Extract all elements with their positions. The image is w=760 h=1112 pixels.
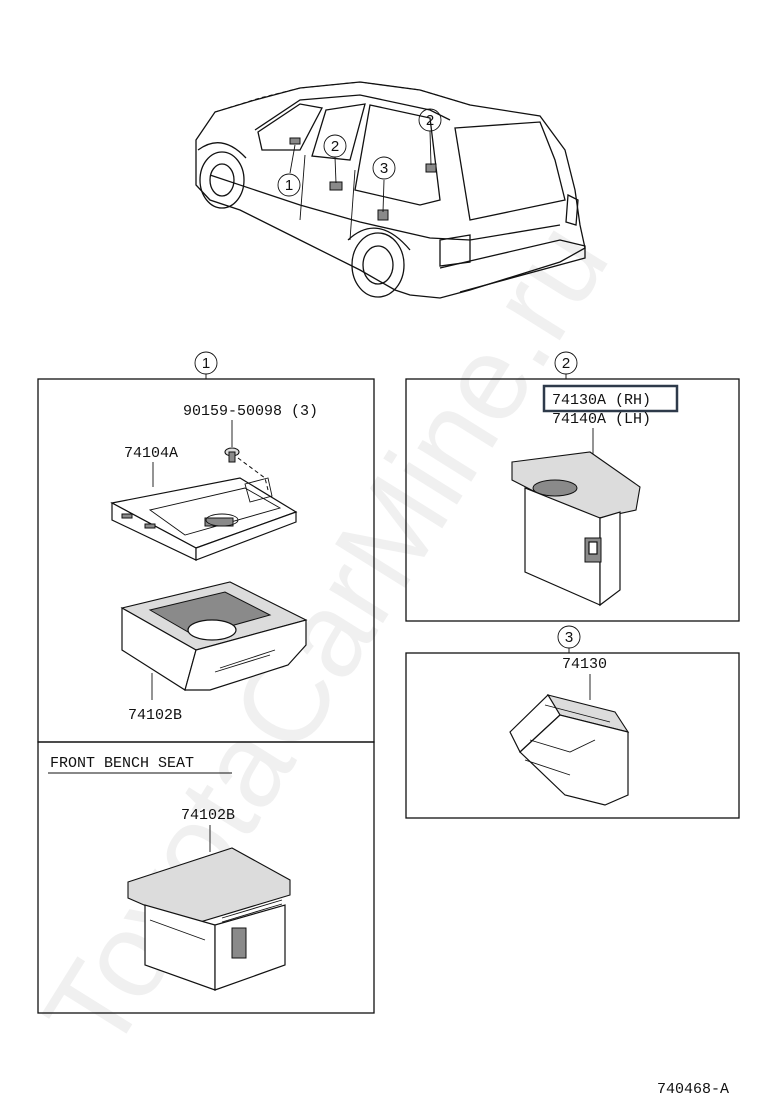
rear-ashtray-74130-illustration <box>509 694 630 806</box>
part-label-74104a[interactable]: 74104A <box>124 445 178 462</box>
part-label-90159-50098[interactable]: 90159-50098 (3) <box>183 403 318 420</box>
section-1-callout: 1 <box>194 351 218 379</box>
bracket-74104a-illustration <box>110 477 298 561</box>
front-bench-seat-frame <box>37 741 375 1014</box>
svg-text:1: 1 <box>202 355 210 372</box>
watermark-text: ToyotaCarMine.ru <box>18 200 634 1074</box>
section-3-frame <box>405 652 740 819</box>
callout-3-vehicle: 3 <box>372 156 396 180</box>
part-label-74102b-bench[interactable]: 74102B <box>181 807 235 824</box>
svg-text:2: 2 <box>426 112 434 129</box>
part-label-74140a-lh[interactable]: 74140A (LH) <box>552 411 651 428</box>
svg-text:3: 3 <box>565 629 573 646</box>
svg-text:2: 2 <box>562 355 570 372</box>
callout-1-vehicle: 1 <box>277 173 301 197</box>
section-2-callout: 2 <box>554 351 578 379</box>
front-bench-seat-title: FRONT BENCH SEAT <box>50 755 194 772</box>
section-2-frame <box>405 378 740 622</box>
svg-text:2: 2 <box>331 138 339 155</box>
part-label-74130a-rh[interactable]: 74130A (RH) <box>552 392 651 409</box>
bench-ashtray-illustration <box>127 847 291 991</box>
part-label-74130[interactable]: 74130 <box>562 656 607 673</box>
callout-2-vehicle-middle: 2 <box>323 134 347 158</box>
ashtray-74102b-illustration <box>120 581 308 691</box>
vehicle-illustration <box>195 81 586 299</box>
svg-text:1: 1 <box>285 177 293 194</box>
section-3-callout: 3 <box>557 625 581 653</box>
part-label-74102b[interactable]: 74102B <box>128 707 182 724</box>
callout-2-vehicle-rear: 2 <box>418 108 442 132</box>
rear-ashtray-74130a-illustration <box>511 451 641 607</box>
bolt-illustration <box>224 447 269 491</box>
part-label-74130a-rh-highlight <box>542 384 679 413</box>
diagram-code: 740468-A <box>657 1081 729 1098</box>
svg-text:3: 3 <box>380 160 388 177</box>
